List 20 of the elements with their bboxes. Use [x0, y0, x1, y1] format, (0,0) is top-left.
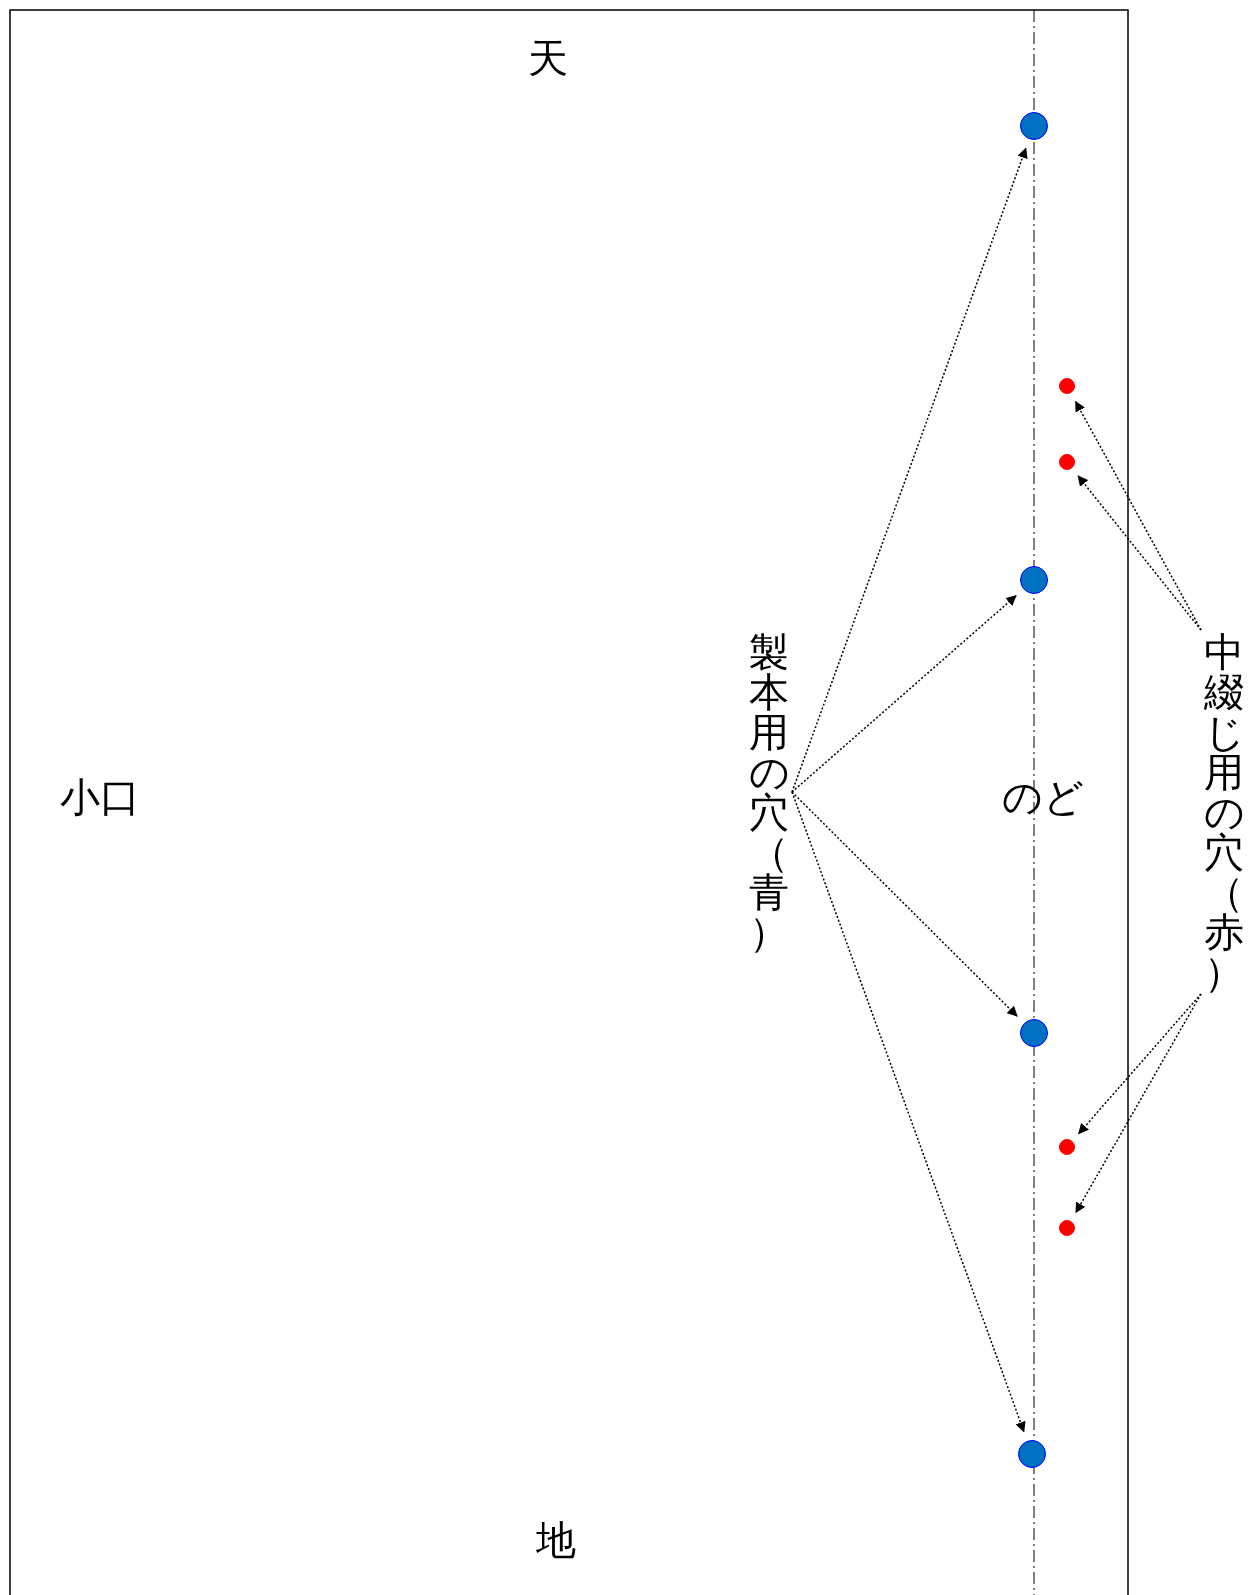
hole-dot: [1059, 378, 1075, 394]
page-edge-label: 天: [528, 38, 568, 78]
hole-dot: [1020, 112, 1048, 140]
callout-text: 中綴じ用の穴（赤）: [1203, 632, 1245, 992]
callout-text: 製本用の穴（青）: [748, 632, 790, 952]
page-edge-label: のど: [1002, 777, 1084, 817]
leader-arrow: [1075, 993, 1202, 1214]
leader-arrow: [791, 147, 1028, 793]
hole-dot: [1059, 454, 1075, 470]
leader-arrow: [791, 791, 1026, 1433]
leader-arrow: [791, 595, 1017, 793]
hole-dot: [1059, 1139, 1075, 1155]
hole-dot: [1059, 1220, 1075, 1236]
page-edge-label: 地: [536, 1520, 576, 1560]
hole-dot: [1018, 1440, 1046, 1468]
hole-dot: [1020, 566, 1048, 594]
page-edge-label: 小口: [60, 777, 140, 817]
hole-dot: [1020, 1019, 1048, 1047]
leader-arrow: [1077, 475, 1202, 631]
leader-arrow: [791, 791, 1018, 1017]
